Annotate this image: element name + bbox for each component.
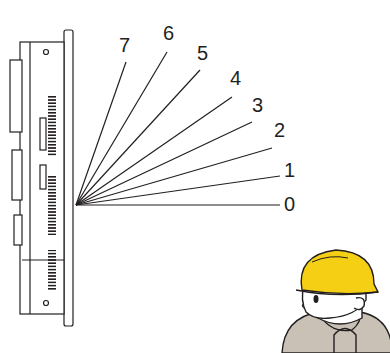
angle-number: 3	[252, 95, 263, 115]
angle-lines	[76, 52, 280, 205]
angle-number: 6	[163, 23, 174, 43]
angle-number: 5	[197, 43, 208, 63]
angle-number: 2	[274, 120, 285, 140]
worker-figure	[282, 250, 390, 353]
angle-number: 4	[230, 68, 241, 88]
angle-number: 1	[284, 160, 295, 180]
angle-number: 0	[284, 194, 295, 214]
angle-number: 7	[119, 35, 130, 55]
panel-side-view	[10, 30, 73, 326]
